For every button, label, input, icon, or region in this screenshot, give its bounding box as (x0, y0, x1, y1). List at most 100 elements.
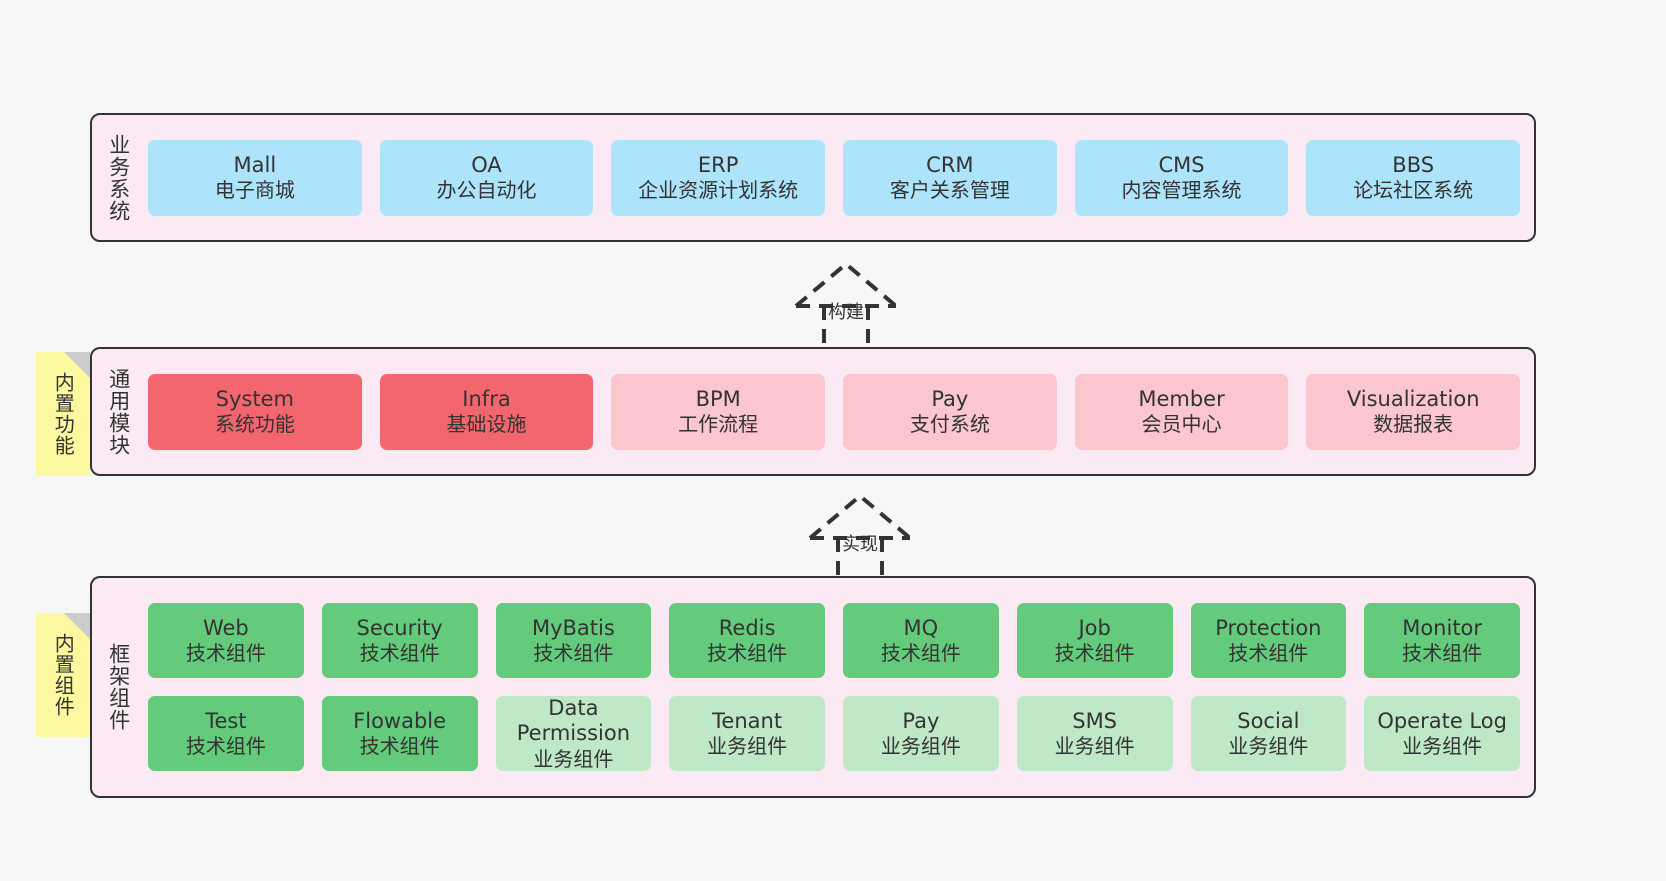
module-card-title: CMS (1158, 152, 1205, 177)
sticky-note-builtin-features: 内置功能 (36, 352, 90, 476)
module-card-social[interactable]: Social 业务组件 (1190, 696, 1347, 771)
module-card-oa[interactable]: OA 办公自动化 (379, 139, 594, 216)
module-card-subtitle: 业务组件 (707, 734, 788, 759)
module-card-subtitle: 数据报表 (1373, 412, 1454, 437)
module-card-subtitle: 业务组件 (1228, 734, 1309, 759)
module-card-member[interactable]: Member 会员中心 (1074, 373, 1289, 450)
sticky-note-builtin-components: 内置组件 (36, 613, 90, 737)
module-card-security[interactable]: Security 技术组件 (321, 603, 478, 678)
layer-body-framework-components: Web 技术组件 Security 技术组件 MyBatis 技术组件 Redi… (144, 578, 1534, 796)
layer-title-framework-components: 框架组件 (106, 643, 131, 731)
module-card-web[interactable]: Web 技术组件 (148, 603, 304, 678)
module-card-title: Data Permission (516, 695, 630, 746)
sticky-note-label: 内置组件 (51, 633, 76, 717)
module-card-title: Pay (902, 708, 940, 733)
module-card-title: Tenant (712, 708, 783, 733)
layer-body-common-modules: System 系统功能 Infra 基础设施 BPM 工作流程 Pay 支付系统… (144, 349, 1534, 474)
module-card-title: Visualization (1346, 386, 1480, 411)
module-card-subtitle: 电子商城 (214, 178, 295, 203)
module-card-title: CRM (926, 152, 974, 177)
module-card-title: Protection (1215, 615, 1322, 640)
module-card-title: Monitor (1402, 615, 1483, 640)
module-card-bbs[interactable]: BBS 论坛社区系统 (1306, 139, 1521, 216)
module-card-subtitle: 会员中心 (1141, 412, 1222, 437)
module-card-subtitle: 业务组件 (1054, 734, 1135, 759)
module-card-flowable[interactable]: Flowable 技术组件 (321, 696, 478, 771)
module-card-subtitle: 论坛社区系统 (1353, 178, 1474, 203)
module-card-subtitle: 技术组件 (359, 734, 440, 759)
module-card-mq[interactable]: MQ 技术组件 (843, 603, 999, 678)
module-card-title: Mall (233, 152, 277, 177)
row-framework-technical: Web 技术组件 Security 技术组件 MyBatis 技术组件 Redi… (148, 603, 1520, 678)
module-card-title: Flowable (353, 708, 447, 733)
module-card-title: MyBatis (531, 615, 615, 640)
module-card-bpm[interactable]: BPM 工作流程 (611, 373, 826, 450)
module-card-title: MQ (903, 615, 939, 640)
module-card-data-permission[interactable]: Data Permission 业务组件 (495, 695, 652, 771)
module-card-subtitle: 客户关系管理 (889, 178, 1010, 203)
module-card-title: Member (1138, 386, 1225, 411)
module-card-title: Test (205, 708, 247, 733)
module-card-pay[interactable]: Pay 支付系统 (843, 373, 1057, 450)
module-card-subtitle: 系统功能 (214, 412, 295, 437)
sticky-note-label: 内置功能 (51, 372, 76, 456)
module-card-title: Operate Log (1377, 708, 1507, 733)
module-card-test[interactable]: Test 技术组件 (148, 696, 304, 771)
folded-corner-icon (64, 352, 90, 378)
module-card-subtitle: 内容管理系统 (1121, 178, 1242, 203)
module-card-subtitle: 技术组件 (185, 641, 266, 666)
connector-label-build: 构建 (828, 302, 864, 323)
module-card-monitor[interactable]: Monitor 技术组件 (1364, 603, 1520, 678)
layer-common-modules: 通用模块 System 系统功能 Infra 基础设施 BPM 工作流程 Pay… (90, 347, 1536, 476)
layer-business-systems: 业务系统 Mall 电子商城 OA 办公自动化 ERP 企业资源计划系统 CRM… (90, 113, 1536, 242)
module-card-subtitle: 企业资源计划系统 (638, 178, 799, 203)
module-card-subtitle: 技术组件 (533, 641, 614, 666)
module-card-title: Job (1078, 615, 1111, 640)
layer-title-common-modules: 通用模块 (106, 367, 131, 456)
module-card-title: BBS (1392, 152, 1435, 177)
module-card-subtitle: 业务组件 (880, 734, 961, 759)
module-card-visualization[interactable]: Visualization 数据报表 (1306, 373, 1521, 450)
module-card-title: Pay (931, 386, 969, 411)
module-card-subtitle: 业务组件 (533, 746, 614, 771)
module-card-protection[interactable]: Protection 技术组件 (1190, 603, 1347, 678)
module-card-title: Infra (462, 386, 511, 411)
folded-corner-icon (64, 613, 90, 639)
module-card-title: System (215, 386, 294, 411)
module-card-subtitle: 技术组件 (1228, 641, 1309, 666)
module-card-title: Social (1237, 708, 1300, 733)
module-card-pay-business[interactable]: Pay 业务组件 (843, 696, 999, 771)
module-card-crm[interactable]: CRM 客户关系管理 (843, 139, 1057, 216)
module-card-system[interactable]: System 系统功能 (148, 373, 362, 450)
module-card-title: ERP (697, 152, 739, 177)
module-card-subtitle: 支付系统 (909, 412, 990, 437)
row-business-systems: Mall 电子商城 OA 办公自动化 ERP 企业资源计划系统 CRM 客户关系… (148, 139, 1521, 216)
module-card-title: Security (356, 615, 443, 640)
module-card-subtitle: 技术组件 (359, 641, 440, 666)
module-card-sms[interactable]: SMS 业务组件 (1016, 696, 1173, 771)
module-card-subtitle: 技术组件 (1402, 641, 1483, 666)
layer-title-business-systems: 业务系统 (106, 133, 131, 222)
module-card-job[interactable]: Job 技术组件 (1016, 603, 1173, 678)
connector-build: 构建 (766, 258, 926, 358)
module-card-mall[interactable]: Mall 电子商城 (148, 139, 362, 216)
module-card-subtitle: 办公自动化 (436, 178, 537, 203)
module-card-tenant[interactable]: Tenant 业务组件 (669, 696, 825, 771)
module-card-subtitle: 技术组件 (880, 641, 961, 666)
module-card-subtitle: 技术组件 (707, 641, 788, 666)
layer-framework-components: 框架组件 Web 技术组件 Security 技术组件 MyBatis 技术组件… (90, 576, 1536, 798)
module-card-operate-log[interactable]: Operate Log 业务组件 (1364, 696, 1520, 771)
module-card-cms[interactable]: CMS 内容管理系统 (1074, 139, 1289, 216)
module-card-title: Redis (718, 615, 776, 640)
layer-body-business-systems: Mall 电子商城 OA 办公自动化 ERP 企业资源计划系统 CRM 客户关系… (144, 115, 1534, 240)
connector-implement: 实现 (780, 490, 940, 590)
module-card-title: SMS (1072, 708, 1118, 733)
row-framework-business: Test 技术组件 Flowable 技术组件 Data Permission … (148, 696, 1520, 771)
module-card-redis[interactable]: Redis 技术组件 (669, 603, 825, 678)
module-card-title: OA (471, 152, 502, 177)
row-common-modules: System 系统功能 Infra 基础设施 BPM 工作流程 Pay 支付系统… (148, 373, 1521, 450)
module-card-mybatis[interactable]: MyBatis 技术组件 (495, 603, 652, 678)
module-card-infra[interactable]: Infra 基础设施 (379, 373, 594, 450)
module-card-erp[interactable]: ERP 企业资源计划系统 (611, 139, 826, 216)
